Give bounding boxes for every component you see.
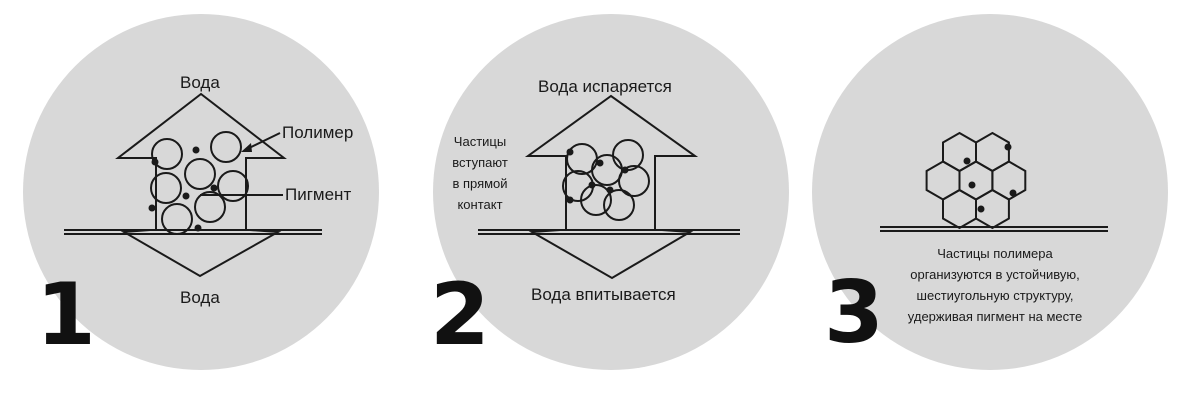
hexagon-cell bbox=[975, 188, 1010, 230]
text-line: Частицы полимера bbox=[937, 246, 1053, 261]
text-line: Частицы bbox=[453, 134, 507, 149]
text-line: контакт bbox=[457, 197, 503, 212]
pigment-particles bbox=[963, 143, 1017, 213]
panel-step-3: Частицы полимера организуются в устойчив… bbox=[800, 0, 1199, 404]
hexagonal-structure bbox=[925, 131, 1027, 230]
polymer-label: Полимер bbox=[282, 123, 354, 142]
step-number: 3 bbox=[824, 263, 884, 363]
pigment-particles bbox=[566, 148, 629, 204]
step-number: 1 bbox=[36, 265, 96, 365]
particles-contact-label: Частицы вступают в прямой контакт bbox=[446, 131, 514, 215]
text-line: шестиугольную структуру, bbox=[916, 288, 1074, 303]
panel-2-diagram bbox=[433, 14, 789, 370]
water-absorbed-label: Вода впитывается bbox=[531, 285, 676, 304]
text-line: в прямой bbox=[452, 176, 508, 191]
pigment-label: Пигмент bbox=[285, 185, 352, 204]
water-bottom-label: Вода bbox=[180, 288, 220, 307]
polymer-particles bbox=[150, 131, 249, 235]
step-number: 2 bbox=[430, 265, 490, 365]
pigment-particles bbox=[148, 146, 218, 232]
panel-step-2: Вода испаряется Частицы вступают в прямо… bbox=[400, 0, 800, 404]
text-line: удерживая пигмент на месте bbox=[907, 309, 1083, 324]
down-arrow bbox=[525, 229, 694, 280]
panel-step-1: Вода Полимер Пигмент Вода 1 bbox=[0, 0, 400, 404]
down-arrow bbox=[120, 229, 282, 278]
up-arrow bbox=[115, 92, 287, 230]
panel-1-diagram bbox=[23, 14, 379, 370]
water-evaporates-label: Вода испаряется bbox=[538, 77, 672, 96]
structure-description: Частицы полимера организуются в устойчив… bbox=[880, 243, 1110, 327]
text-line: организуются в устойчивую, bbox=[910, 267, 1080, 282]
panel-3-diagram bbox=[812, 14, 1168, 370]
text-line: вступают bbox=[452, 155, 508, 170]
up-arrow bbox=[524, 94, 699, 230]
background-circle bbox=[23, 14, 379, 370]
water-top-label: Вода bbox=[180, 73, 220, 92]
polymer-leader-arrowhead bbox=[241, 143, 252, 152]
